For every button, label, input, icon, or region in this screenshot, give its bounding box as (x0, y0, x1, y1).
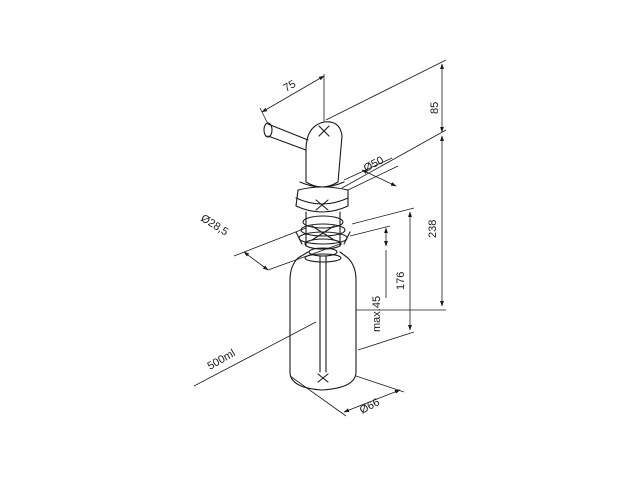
label-max-thickness: max.45 (371, 296, 383, 332)
label-spout-length: 75 (282, 78, 299, 95)
label-head-height: 85 (429, 102, 441, 114)
label-bottle-diameter: Ø66 (358, 396, 382, 416)
dim-total-height: 238 (356, 135, 446, 311)
dim-max-thickness: max.45 (349, 225, 391, 332)
collar-nut (295, 181, 349, 213)
label-tube-length: 176 (395, 272, 407, 290)
pump-head (263, 121, 343, 188)
dim-bottle-volume: 500ml (193, 321, 317, 387)
dim-bottle-diameter: Ø66 (289, 375, 405, 417)
dim-tube-length: 176 (351, 207, 415, 351)
label-total-height: 238 (427, 220, 439, 238)
dim-head-diameter: Ø50 (343, 154, 399, 191)
label-bottle-volume: 500ml (206, 347, 238, 372)
label-thread-diameter: Ø28,5 (198, 212, 230, 238)
thread-section (295, 211, 351, 257)
dim-head-height: 85 (325, 59, 447, 189)
bottle (289, 251, 357, 391)
label-head-diameter: Ø50 (362, 154, 386, 174)
dim-spout-length: 75 (259, 74, 325, 125)
